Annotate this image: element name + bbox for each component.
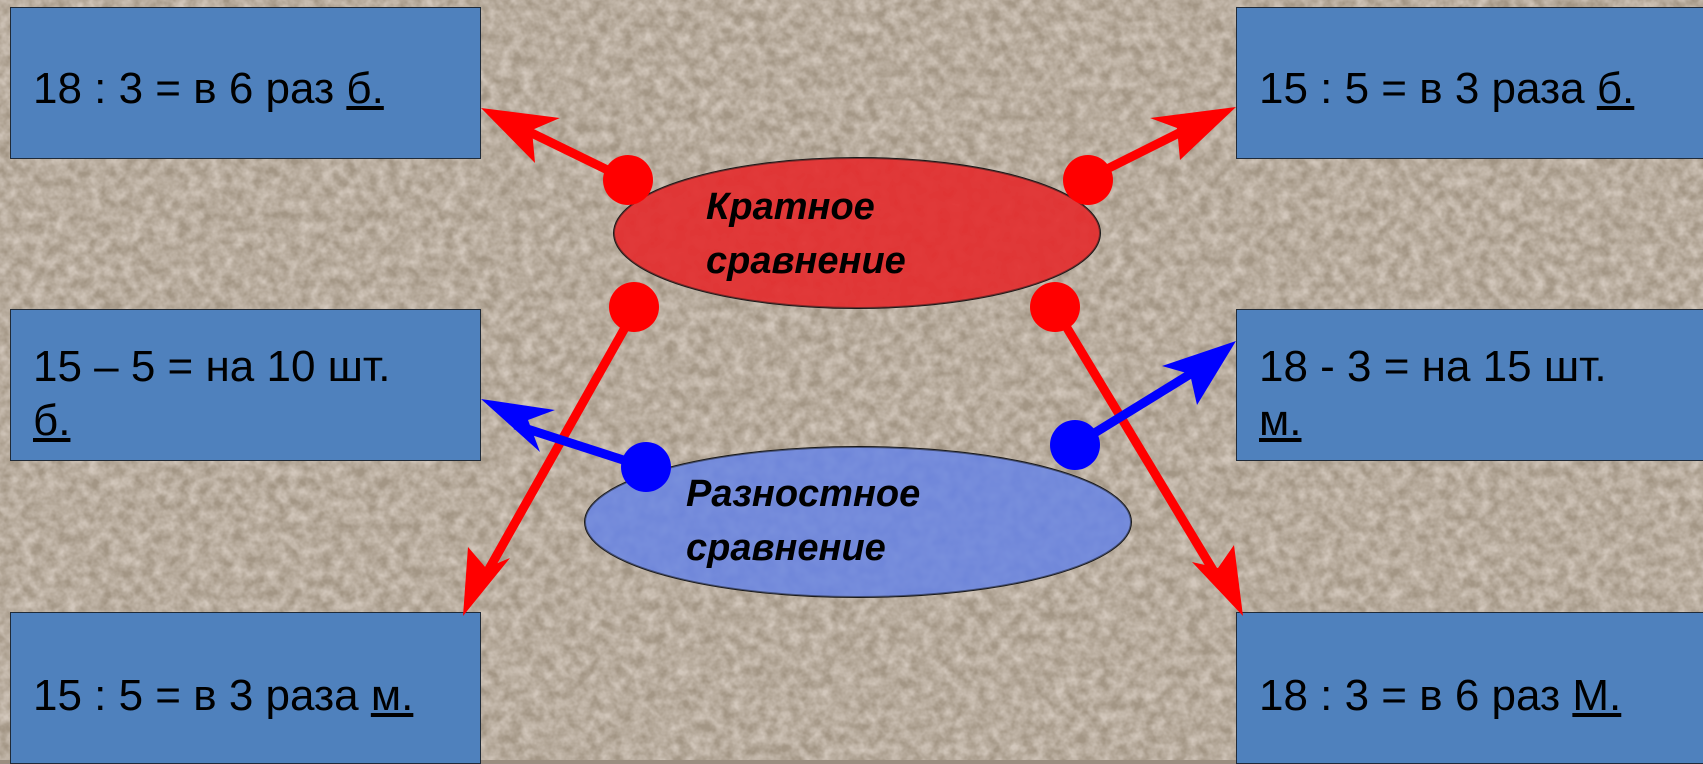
box-bottom-right-mark: М. <box>1572 671 1622 720</box>
multiple-comparison-label: Кратное сравнение <box>706 180 906 288</box>
box-top-left-text: 18 : 3 = в 6 раз б. <box>33 64 384 113</box>
box-top-right: 15 : 5 = в 3 раза б. <box>1236 7 1703 159</box>
multiple-comparison-line2: сравнение <box>706 240 906 282</box>
red-dot-bottom-left <box>609 282 659 332</box>
blue-dot-right <box>1050 420 1100 470</box>
box-top-left: 18 : 3 = в 6 раз б. <box>10 7 481 159</box>
blue-dot-left <box>621 442 671 492</box>
box-top-right-text: 15 : 5 = в 3 раза б. <box>1259 64 1635 113</box>
red-arrow-bottom-left <box>463 307 639 616</box>
box-bottom-left-text: 15 : 5 = в 3 раза м. <box>33 671 414 720</box>
red-arrow-bottom-right <box>1051 305 1243 616</box>
box-top-left-mark: б. <box>346 64 384 113</box>
box-mid-right-mark: м. <box>1259 396 1302 445</box>
difference-comparison-line2: сравнение <box>686 527 886 569</box>
box-mid-left: 15 – 5 = на 10 шт. б. <box>10 309 481 461</box>
box-mid-left-line1: 15 – 5 = на 10 шт. <box>33 342 391 391</box>
box-mid-right-line1: 18 - 3 = на 15 шт. <box>1259 342 1607 391</box>
box-bottom-left-mark: м. <box>370 671 414 720</box>
box-bottom-right-text: 18 : 3 = в 6 раз М. <box>1259 671 1622 720</box>
box-bottom-right: 18 : 3 = в 6 раз М. <box>1236 612 1703 764</box>
difference-comparison-line1: Разностное <box>686 473 921 515</box>
red-dot-top-right <box>1063 155 1113 205</box>
multiple-comparison-line1: Кратное <box>706 186 875 228</box>
box-mid-right: 18 - 3 = на 15 шт. м. <box>1236 309 1703 461</box>
red-dot-bottom-right <box>1030 282 1080 332</box>
blue-arrow-mid-right <box>1072 341 1236 449</box>
box-top-right-mark: б. <box>1596 64 1635 113</box>
red-dot-top-left <box>603 155 653 205</box>
box-mid-left-mark: б. <box>33 396 71 445</box>
difference-comparison-label: Разностное сравнение <box>686 467 920 575</box>
